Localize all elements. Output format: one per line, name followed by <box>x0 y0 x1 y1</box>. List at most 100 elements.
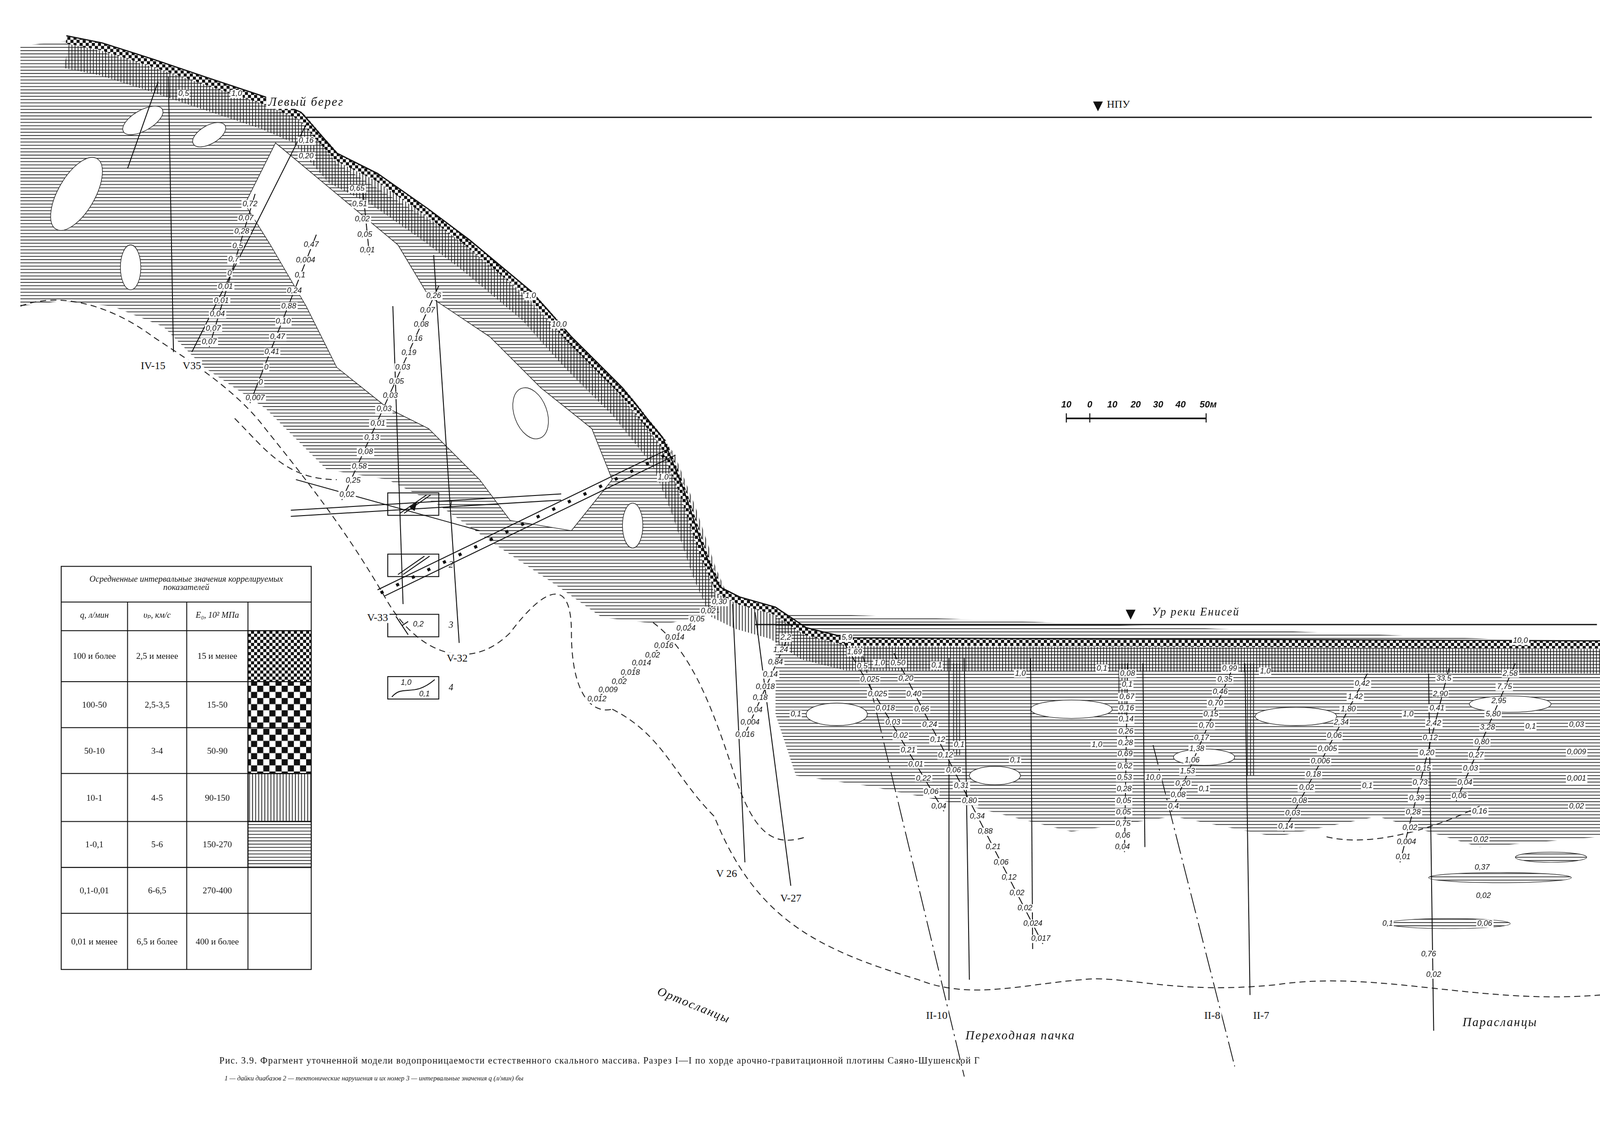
interval-value: 0,14 <box>761 670 779 679</box>
legend-table-part <box>61 566 312 970</box>
rock-zones-part <box>120 244 141 290</box>
zone-value: 1,0 <box>230 89 244 99</box>
interval-value: 0,017 <box>1030 934 1052 944</box>
interval-value: 0,16 <box>297 136 315 146</box>
borehole-lines-part <box>191 124 307 353</box>
rock-zones-part <box>969 766 1021 785</box>
interval-value: 0,69 <box>1116 750 1134 759</box>
interval-value: 0,12 <box>929 735 947 745</box>
tectonic-faults-part <box>296 479 480 531</box>
water-level: Ур реки Енисей <box>1150 606 1242 619</box>
interval-value: 0,04 <box>1114 843 1131 852</box>
interval-value: 0,42 <box>1353 679 1371 688</box>
borehole-id: II-8 <box>1203 1009 1222 1022</box>
interval-value: 0,07 <box>418 306 436 315</box>
interval-value: 5,80 <box>1484 710 1502 719</box>
zone-value: 10,0 <box>1511 636 1529 646</box>
interval-value: 0,19 <box>400 348 418 357</box>
zone-value: 1,0 <box>524 291 537 301</box>
interval-value: 0,02 <box>353 215 371 224</box>
interval-value: 0,28 <box>1115 785 1133 794</box>
interval-value: 0,02 <box>1401 823 1419 832</box>
interval-value: 0,24 <box>286 286 303 296</box>
scale-label: 30 <box>1151 400 1165 410</box>
interval-value: 0,12 <box>937 750 954 760</box>
interval-value: 0,16 <box>406 334 424 343</box>
rock-zones-part <box>66 35 1600 641</box>
water-levels-part <box>755 623 1597 626</box>
borehole-id: V 26 <box>714 867 738 880</box>
interval-value: 0,06 <box>1325 731 1343 741</box>
interval-value: 0,016 <box>653 641 675 651</box>
interval-value: 0,1 <box>1120 681 1134 690</box>
table-cell: 4-5 <box>130 792 184 803</box>
table-header: Осредненные интервальные значения коррел… <box>65 575 307 594</box>
interval-value: 0,01 <box>907 760 925 769</box>
borehole-id: IV-15 <box>139 359 167 371</box>
interval-value: 0,15 <box>1202 710 1220 719</box>
interval-value: 0,02 <box>1016 904 1034 913</box>
interval-value: 0,03 <box>394 363 412 372</box>
interval-value: 0,03 <box>1568 720 1585 729</box>
tectonic-faults-part <box>862 652 965 1077</box>
tectonic-faults-part <box>380 452 672 594</box>
interval-value: 0,20 <box>897 674 915 683</box>
legend-samples-part <box>402 556 430 575</box>
interval-value: 1,53 <box>1178 767 1196 777</box>
legend-table-part <box>61 681 312 683</box>
interval-value: 0,02 <box>1472 835 1490 844</box>
table-cell: 2,5 и менее <box>130 651 184 661</box>
interval-value: 0,007 <box>244 393 266 402</box>
interval-value: 0,15 <box>1414 763 1432 772</box>
legend-table-part <box>61 601 312 603</box>
interval-value: 0,41 <box>263 348 281 357</box>
interval-value: 0,016 <box>734 730 756 740</box>
interval-value: 0 <box>226 268 233 277</box>
interval-value: 0,012 <box>586 694 608 704</box>
interval-value: 0,70 <box>1197 721 1215 730</box>
interval-value: 0,22 <box>915 774 933 783</box>
interval-value: 0,5 <box>231 241 245 250</box>
legend-table-part <box>61 727 312 729</box>
zone-value: 0,76 <box>1420 949 1438 959</box>
tectonic-faults <box>290 448 1235 1077</box>
interval-value: 0,004 <box>1396 838 1418 847</box>
legend-samples-part <box>387 492 439 516</box>
interval-value: 0,005 <box>1316 744 1338 753</box>
tectonic-faults-part <box>384 455 676 597</box>
rock-zones-part <box>1428 872 1572 883</box>
interval-value: 0,40 <box>905 689 923 699</box>
interval-value: 0,28 <box>1404 808 1422 817</box>
borehole-id: V-32 <box>445 652 470 664</box>
zone-value: 0,1 <box>930 661 944 670</box>
legend-samples <box>387 492 439 699</box>
interval-value: 7,75 <box>1495 682 1513 692</box>
table-header: E₀, 10² МПа <box>188 611 246 621</box>
bank-name: Левый берег <box>266 95 347 109</box>
interval-value: 0,01 <box>1394 853 1412 862</box>
borehole-lines-part <box>842 641 944 812</box>
interval-value: 0,16 <box>1471 807 1489 816</box>
interval-value: 0,06 <box>992 858 1010 867</box>
interval-value: 0,20 <box>1174 779 1192 788</box>
interval-value: 0,018 <box>754 682 776 691</box>
interval-value: 0,12 <box>1421 734 1439 743</box>
legend-table-part <box>247 602 249 970</box>
scale-bar-part <box>1065 413 1067 423</box>
rock-zones-part <box>118 100 168 141</box>
scale-bar-part <box>1066 417 1206 419</box>
figure-caption: Рис. 3.9. Фрагмент уточненной модели вод… <box>219 1056 1587 1067</box>
interval-value: 0,02 <box>1008 888 1026 897</box>
legend-samples-part <box>397 556 425 575</box>
table-cell: 1-0,1 <box>64 839 125 850</box>
rock-zones-part <box>1255 707 1337 726</box>
borehole-lines-part <box>1171 663 1236 812</box>
zone-value: 1,0 <box>873 659 886 668</box>
borehole-lines-part <box>1245 663 1251 996</box>
legend-samples-part <box>387 553 439 577</box>
interval-value: 0,99 <box>1221 664 1239 673</box>
legend-table-part <box>61 820 312 822</box>
borehole-lines <box>127 76 1516 1031</box>
interval-value: 0,014 <box>664 633 686 642</box>
interval-value: 0,05 <box>1115 808 1132 817</box>
